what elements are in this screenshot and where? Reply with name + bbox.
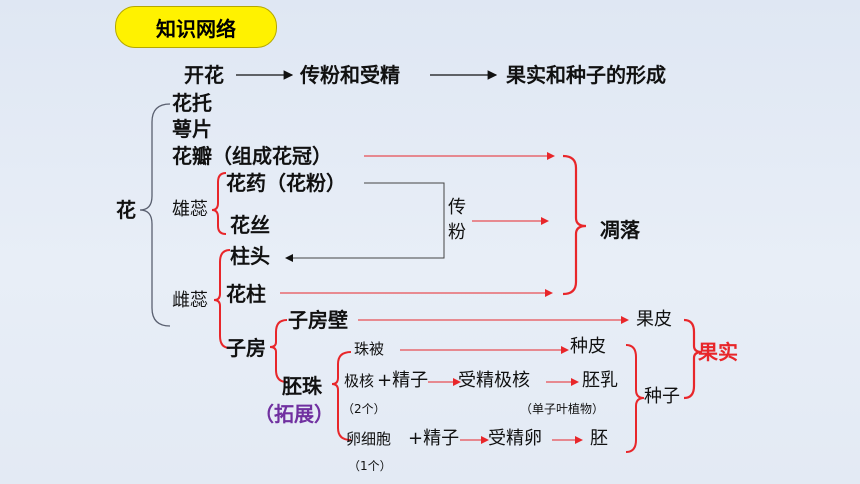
sepal-label: 萼片 (172, 117, 212, 141)
seed-bracket (625, 344, 645, 453)
endosperm-label: 胚乳 (582, 370, 618, 391)
stigma-label: 柱头 (230, 244, 270, 268)
ovary-label: 子房 (226, 336, 266, 360)
fertilized-polar-label: 受精极核 (458, 370, 530, 391)
title-badge: 知识网络 (115, 6, 277, 48)
polar-sperm-label: +精子 (377, 370, 429, 391)
egg-cell-label: 卵细胞 (346, 430, 392, 448)
flow-step-pollination: 传粉和受精 (300, 63, 400, 87)
embryo-label: 胚 (590, 428, 608, 449)
ovule-brace (331, 351, 352, 441)
fall-off-label: 凋落 (600, 218, 640, 242)
stamen-brace (211, 172, 227, 235)
pollination-label-1: 传 (448, 197, 466, 218)
fruit-bracket (683, 318, 703, 400)
extension-label: （拓展） (254, 402, 334, 426)
anther-label: 花药（花粉） (226, 171, 346, 195)
egg-sperm-label: +精子 (408, 428, 460, 449)
seed-label: 种子 (644, 386, 680, 407)
flower-brace (139, 103, 171, 327)
flow-step-formation: 果实和种子的形成 (506, 63, 666, 87)
flower-root-label: 花 (116, 198, 136, 222)
endosperm-note-label: （单子叶植物） (520, 402, 605, 416)
ovary-wall-label: 子房壁 (288, 308, 348, 332)
flow-step-flowering: 开花 (184, 63, 224, 87)
fall-off-bracket (562, 154, 587, 296)
ovule-label: 胚珠 (282, 374, 322, 398)
receptacle-label: 花托 (172, 91, 212, 115)
pistil-label: 雌蕊 (172, 290, 208, 311)
seed-coat-label: 种皮 (570, 336, 606, 357)
polar-nuclei-label: 极核 (344, 372, 375, 390)
style-label: 花柱 (226, 282, 266, 306)
filament-label: 花丝 (230, 213, 270, 237)
pollination-path (285, 182, 445, 262)
fruit-label: 果实 (698, 340, 738, 364)
pericarp-label: 果皮 (636, 309, 672, 330)
stamen-label: 雄蕊 (172, 199, 208, 220)
ovary-brace (269, 319, 288, 383)
polar-count-label: （2个） (342, 402, 386, 416)
egg-count-label: （1个） (348, 459, 392, 473)
pistil-brace (213, 249, 231, 349)
pollination-label-2: 粉 (448, 222, 466, 243)
petal-label: 花瓣（组成花冠） (172, 144, 332, 168)
fertilized-egg-label: 受精卵 (488, 428, 542, 449)
integument-label: 珠被 (354, 340, 385, 358)
